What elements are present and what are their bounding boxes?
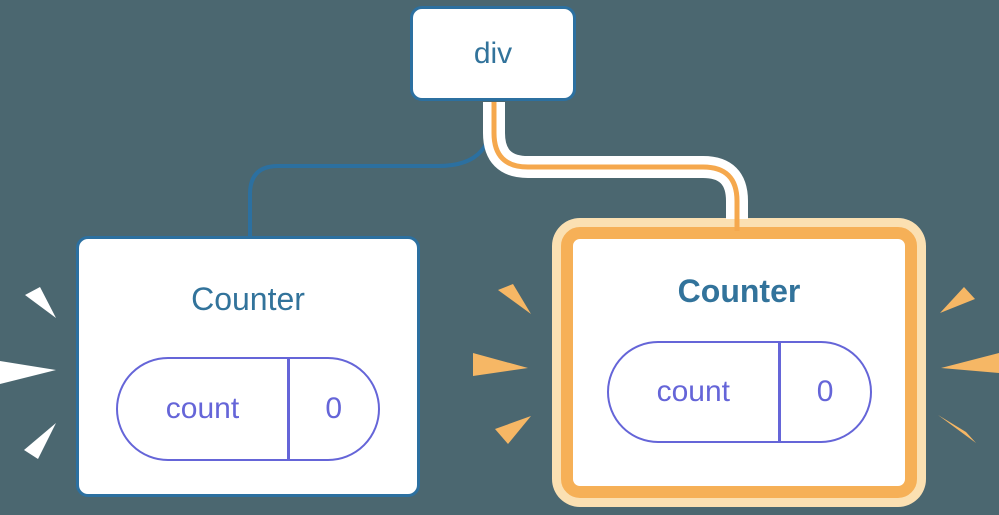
burst-icon-left-white [0,287,56,459]
burst-ray-icon [25,287,56,318]
counter-card-left: Counter count 0 [76,236,420,497]
burst-icon-middle-orange [473,284,531,444]
counter-card-right-highlight-ring: Counter count 0 [552,218,926,507]
connector-orange-casing [483,102,748,219]
counter-title: Counter [677,273,801,309]
state-key: count [165,392,240,425]
burst-ray-icon [941,353,999,373]
counter-card-right: Counter count 0 [561,227,917,498]
connector-blue-line [248,101,496,237]
state-value: 0 [816,375,834,408]
state-pill: count 0 [606,341,872,443]
state-key: count [656,375,731,408]
burst-ray-icon [24,423,56,459]
burst-ray-icon [940,287,975,313]
burst-ray-icon [495,416,531,444]
burst-ray-icon [938,415,976,443]
counter-title: Counter [191,281,305,317]
burst-icon-right-orange [938,287,999,443]
state-value: 0 [325,392,343,425]
burst-ray-icon [473,353,528,376]
burst-ray-icon [0,361,56,384]
pill-divider [778,343,781,441]
root-node-div: div [410,6,576,101]
pill-divider [287,359,290,459]
state-pill: count 0 [116,357,380,461]
connector-orange-line [491,102,740,231]
root-node-label: div [473,36,513,70]
burst-ray-icon [498,284,531,314]
